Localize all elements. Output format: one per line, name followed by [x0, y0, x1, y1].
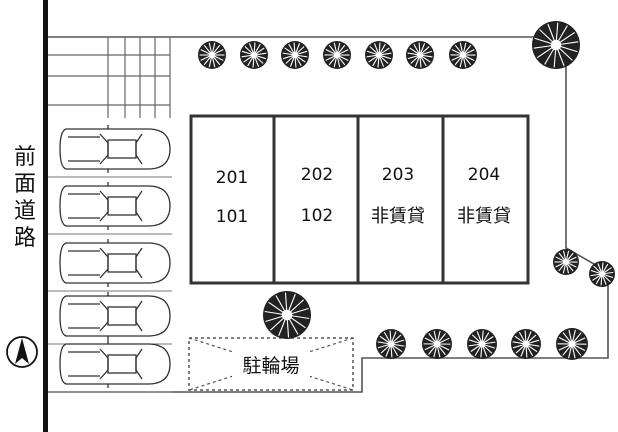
car-icon: [59, 182, 171, 230]
north-arrow-icon: [6, 336, 38, 368]
unit-2-lower: 102: [301, 206, 333, 226]
road-label: 前 面 道 路: [14, 145, 36, 251]
bicycle-parking-label: 駐輪場: [242, 355, 299, 377]
road-char-3: 道: [14, 199, 36, 224]
parking-space-2: [48, 182, 172, 235]
tree-icon: [263, 291, 311, 339]
driveway-lines: [48, 37, 171, 118]
parking-space-4: [48, 292, 172, 345]
tree-icon: [467, 329, 497, 359]
tree-icon: [240, 41, 268, 69]
parking-space-3: [48, 239, 172, 292]
unit-3-lower: 非賃貸: [371, 206, 425, 227]
unit-1-lower: 101: [216, 207, 248, 227]
tree-icon: [406, 41, 434, 69]
car-icon: [59, 125, 171, 173]
unit-4-lower: 非賃貸: [457, 206, 511, 227]
tree-icon: [532, 21, 580, 69]
tree-icon: [365, 41, 393, 69]
tree-icon: [553, 249, 579, 275]
unit-dividers: [272, 116, 445, 283]
tree-icon: [449, 41, 477, 69]
tree-icon: [511, 329, 541, 359]
car-icon: [59, 239, 171, 287]
tree-icon: [589, 261, 615, 287]
unit-3: 203 非賃貸: [371, 165, 425, 227]
road-char-2: 面: [14, 172, 36, 197]
car-icon: [59, 292, 171, 340]
unit-2-upper: 202: [301, 165, 333, 185]
tree-icon: [323, 41, 351, 69]
unit-3-upper: 203: [382, 165, 414, 185]
unit-1: 201 101: [216, 168, 248, 227]
road-line: [43, 0, 48, 432]
tree-icon: [556, 328, 588, 360]
parking-space-5: [48, 340, 172, 393]
parking-lot: [48, 125, 172, 393]
parking-space-1: [48, 125, 172, 178]
car-icon: [59, 340, 171, 388]
tree-icon: [422, 329, 452, 359]
unit-1-upper: 201: [216, 168, 248, 188]
trees: [198, 21, 615, 360]
unit-2: 202 102: [301, 165, 333, 226]
tree-icon: [281, 41, 309, 69]
tree-icon: [376, 329, 406, 359]
tree-icon: [198, 41, 226, 69]
road-char-1: 前: [14, 145, 36, 170]
road-char-4: 路: [14, 226, 36, 251]
unit-4-upper: 204: [468, 165, 500, 185]
bicycle-parking: 駐輪場: [188, 337, 354, 391]
unit-4: 204 非賃貸: [457, 165, 511, 227]
